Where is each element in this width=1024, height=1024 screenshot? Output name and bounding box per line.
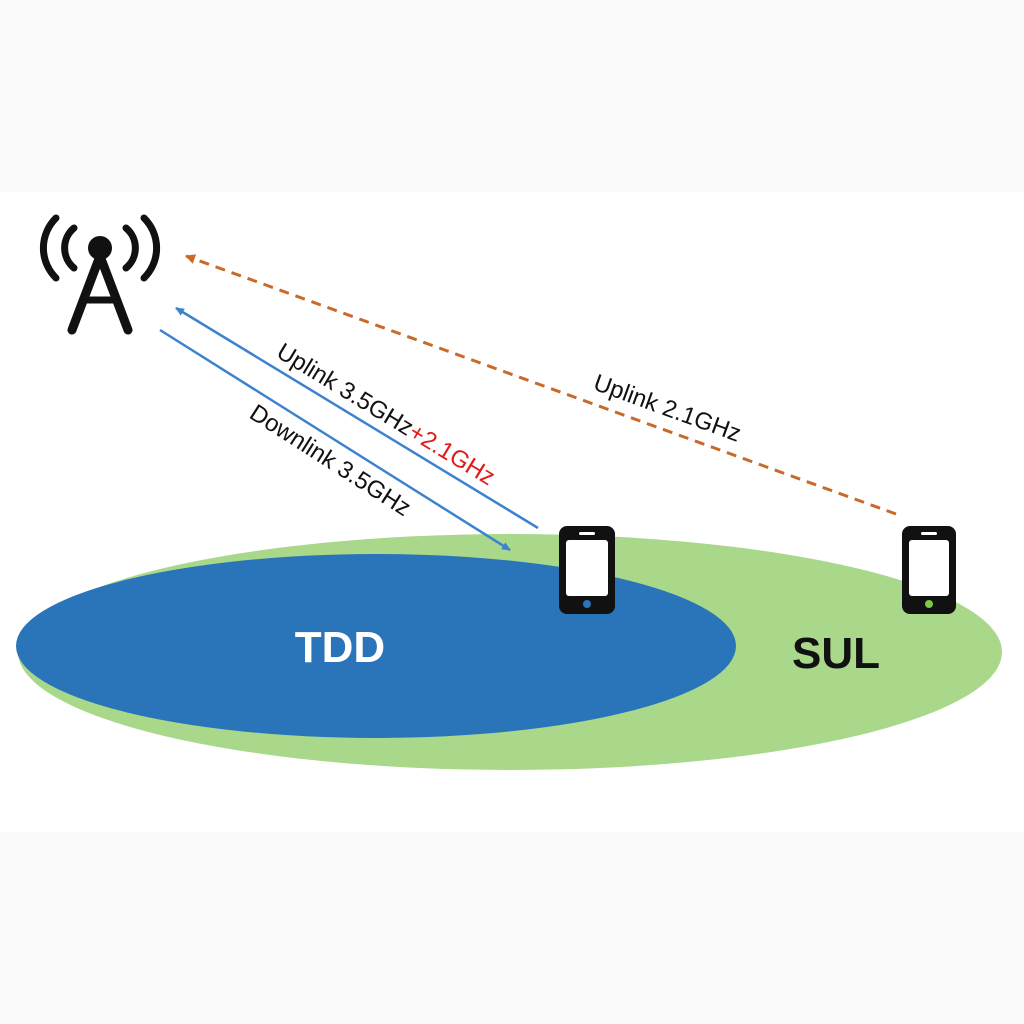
downlink-arrow bbox=[159, 328, 511, 552]
smartphone-icon bbox=[559, 526, 615, 614]
smartphone-icon bbox=[902, 526, 956, 614]
cell-tower-icon bbox=[39, 214, 161, 335]
bottom-margin bbox=[0, 832, 1024, 1024]
uplink-far-arrow bbox=[185, 254, 897, 516]
uplink-near-label: Uplink 3.5GHz+2.1GHz bbox=[272, 338, 500, 491]
sul-label: SUL bbox=[792, 629, 880, 678]
tdd-label: TDD bbox=[295, 623, 385, 672]
uplink-near-arrow bbox=[175, 306, 539, 530]
tdd-coverage-area bbox=[16, 554, 736, 738]
top-margin bbox=[0, 0, 1024, 192]
uplink-far-label: Uplink 2.1GHz bbox=[590, 369, 745, 447]
